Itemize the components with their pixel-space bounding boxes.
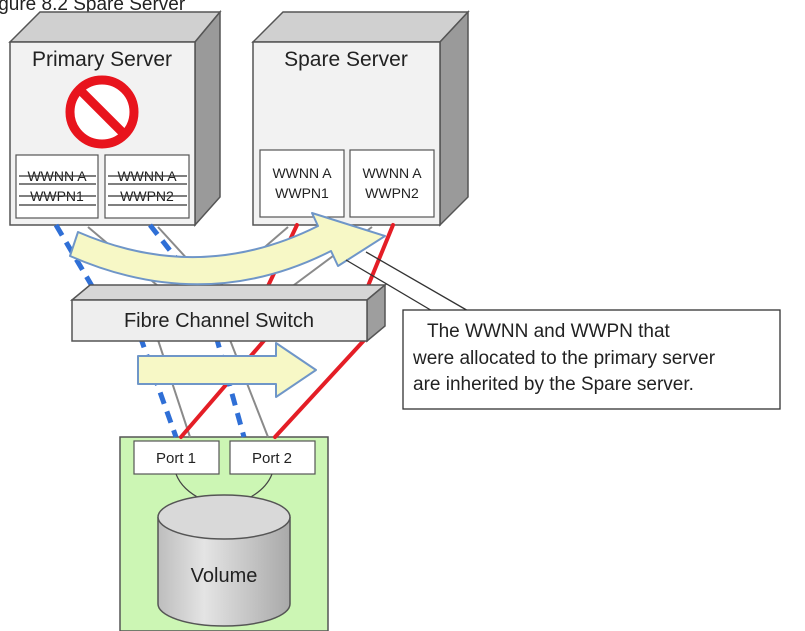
primary-hba-2 xyxy=(104,154,190,219)
port-2-label: Port 2 xyxy=(252,450,292,467)
spare-hba-2 xyxy=(349,149,435,218)
callout-line-2: were allocated to the primary server xyxy=(412,348,716,369)
switch-front xyxy=(71,299,368,342)
spare-server-title: Spare Server xyxy=(284,48,408,71)
spare-hba-1 xyxy=(259,149,345,218)
primary-server-top xyxy=(8,11,222,43)
callout-box xyxy=(402,309,781,410)
callout-line-1: The WWNN and WWPN that xyxy=(427,321,671,342)
switch-label: Fibre Channel Switch xyxy=(124,310,314,332)
spare-server-side xyxy=(439,10,469,227)
spare-server: Spare Server WWNN A WWPN1 WWNN A WWPN2 xyxy=(251,10,470,227)
storage: Port 1 Port 2 Volume xyxy=(119,436,329,631)
primary-server: Primary Server WWNN A WWPN1 WWNN A WWPN2 xyxy=(8,9,222,227)
port-2-box xyxy=(229,440,316,475)
fibre-channel-switch: Fibre Channel Switch xyxy=(69,283,388,343)
storage-arrow xyxy=(137,342,317,398)
primary-hba-1 xyxy=(15,154,99,219)
spare-hba-2-wwpn: WWPN2 xyxy=(365,185,419,201)
port-1-label: Port 1 xyxy=(156,450,196,467)
spare-server-top xyxy=(251,11,470,43)
primary-server-side xyxy=(194,9,221,227)
strikethrough-lines xyxy=(19,175,187,206)
spare-hba-2-wwnn: WWNN A xyxy=(362,165,422,181)
primary-server-title: Primary Server xyxy=(32,48,172,71)
volume-cylinder xyxy=(157,494,291,627)
port-1-box xyxy=(133,440,220,475)
callout-leader xyxy=(345,251,471,313)
prohibited-icon xyxy=(65,75,139,149)
spare-hba-1-wwpn: WWPN1 xyxy=(275,185,329,201)
spare-hba-1-wwnn: WWNN A xyxy=(272,165,332,181)
callout-line-3: are inherited by the Spare server. xyxy=(413,374,694,395)
volume-label: Volume xyxy=(191,565,258,587)
switch-top xyxy=(69,284,388,301)
migration-arrow xyxy=(69,212,386,286)
